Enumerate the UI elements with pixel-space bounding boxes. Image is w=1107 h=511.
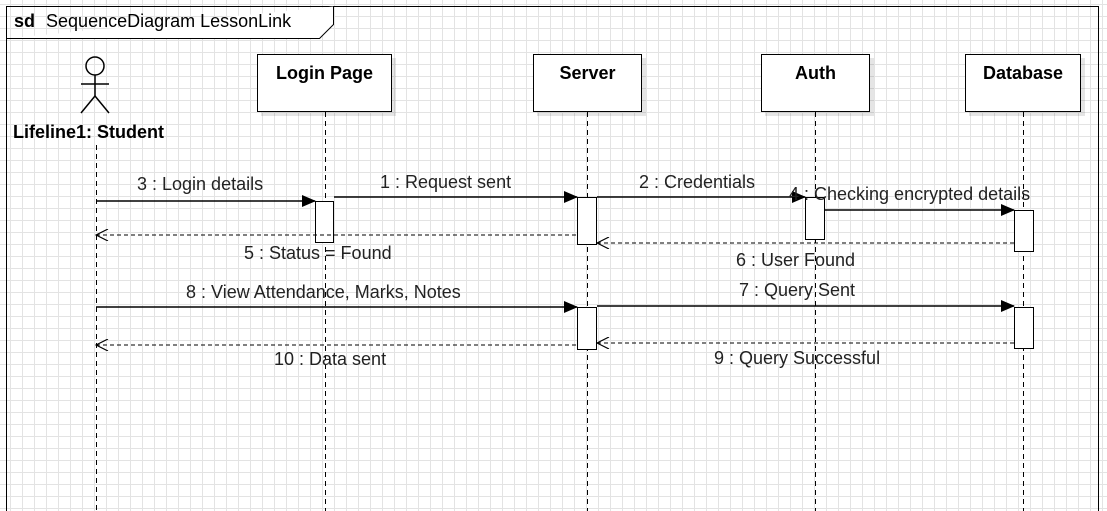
message-label-2: 2 : Credentials <box>639 172 755 192</box>
message-label-10: 10 : Data sent <box>274 349 386 369</box>
activation-database-2 <box>1014 307 1034 349</box>
message-label-4: 4 : Checking encrypted details <box>789 184 1030 204</box>
activation-server-1 <box>577 197 597 245</box>
frame-title: sd SequenceDiagram LessonLink <box>14 11 292 31</box>
lifeline-label-server: Server <box>559 63 615 83</box>
lifeline-label-login: Login Page <box>276 63 373 83</box>
frame-tab <box>6 6 334 39</box>
activation-auth <box>805 197 825 240</box>
frame-keyword: sd <box>14 11 35 31</box>
actor-icon <box>80 56 110 114</box>
message-label-6: 6 : User Found <box>736 250 855 270</box>
message-label-1: 1 : Request sent <box>380 172 511 192</box>
frame-name: SequenceDiagram LessonLink <box>46 11 292 31</box>
activation-login <box>315 201 334 243</box>
lifeline-head-server[interactable]: Server <box>533 54 642 112</box>
message-label-3: 3 : Login details <box>137 174 263 194</box>
lifeline-label-auth: Auth <box>795 63 836 83</box>
message-label-8: 8 : View Attendance, Marks, Notes <box>186 282 461 302</box>
activation-server-2 <box>577 307 597 350</box>
lifeline-head-login[interactable]: Login Page <box>257 54 392 112</box>
lifeline-head-database[interactable]: Database <box>965 54 1081 112</box>
lifeline-label-database: Database <box>983 63 1063 83</box>
frame-border <box>6 6 1099 511</box>
message-label-5: 5 : Status = Found <box>244 243 392 263</box>
lifeline-head-auth[interactable]: Auth <box>761 54 870 112</box>
actor-name[interactable]: Lifeline1: Student <box>13 122 164 142</box>
message-label-9: 9 : Query Successful <box>714 348 880 368</box>
activation-database-1 <box>1014 210 1034 252</box>
message-label-7: 7 : Query Sent <box>739 280 855 300</box>
